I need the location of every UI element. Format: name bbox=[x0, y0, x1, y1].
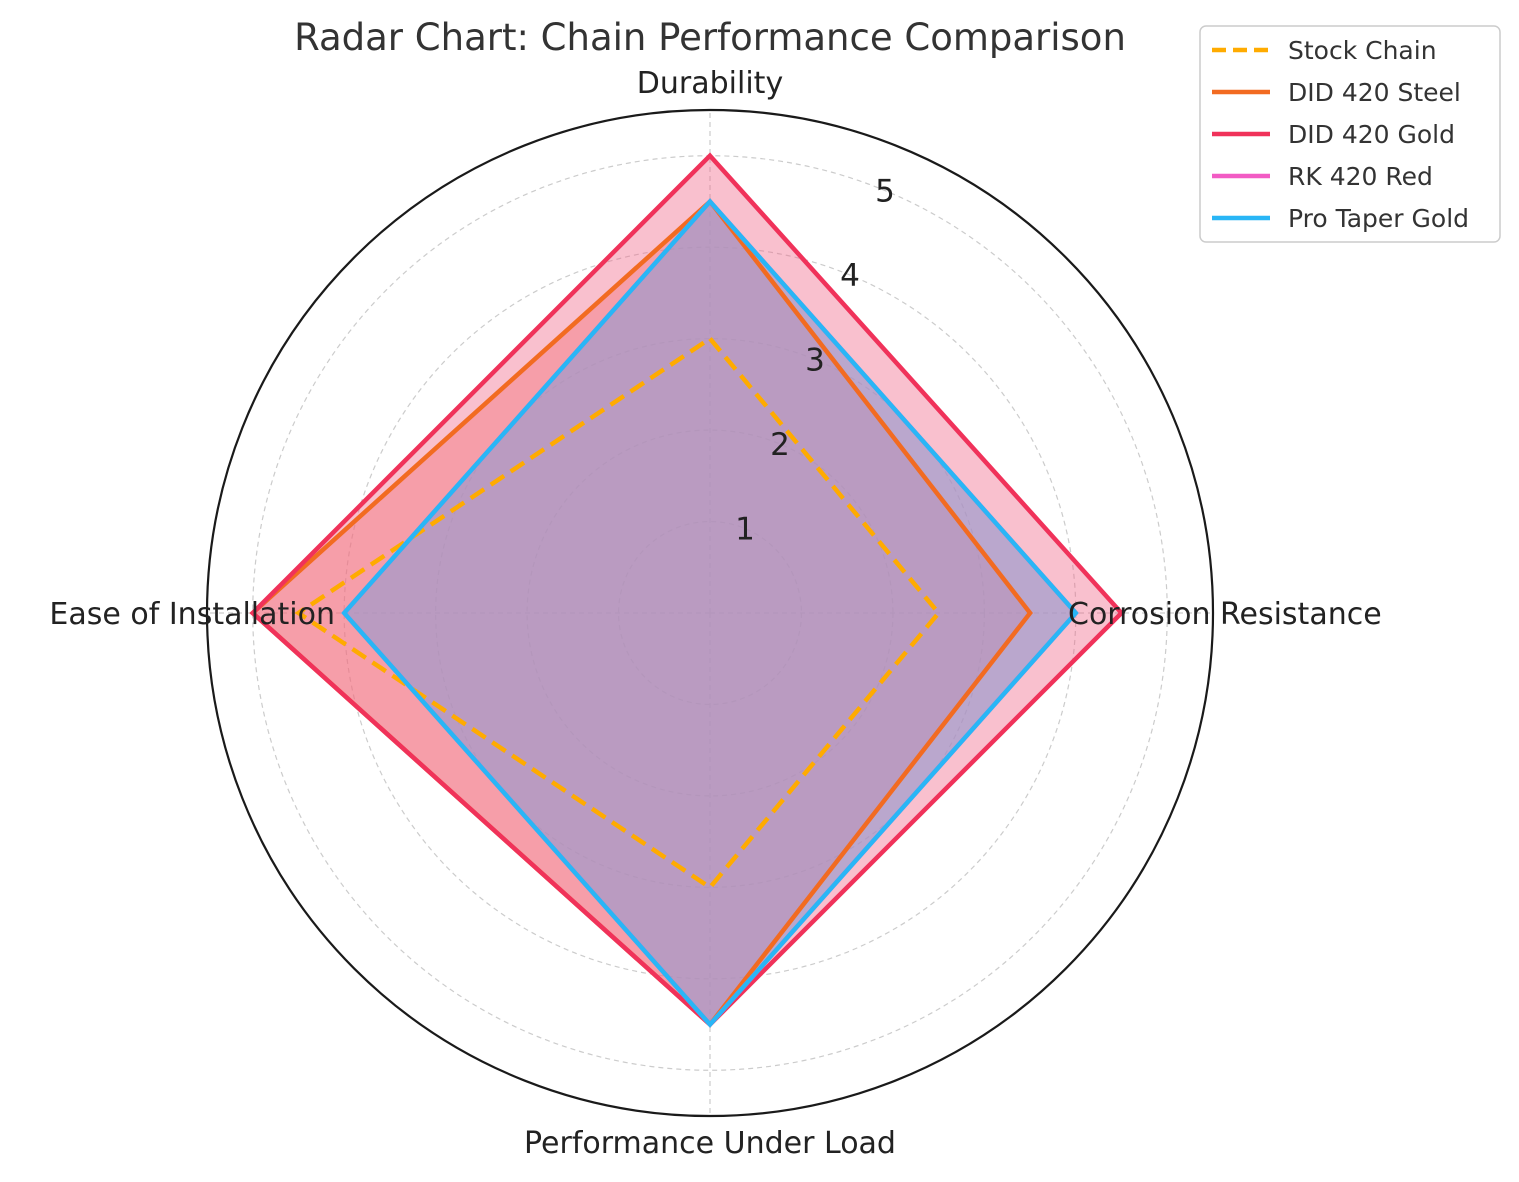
legend-label: Stock Chain bbox=[1288, 36, 1437, 65]
tick-label-layer: 1 2 3 4 5 bbox=[735, 174, 895, 548]
series-line-stock-chain bbox=[294, 335, 942, 891]
legend-label: Pro Taper Gold bbox=[1288, 204, 1469, 233]
axis-label-durability: Durability bbox=[637, 66, 783, 101]
chart-title: Radar Chart: Chain Performance Compariso… bbox=[294, 16, 1126, 59]
legend-label: RK 420 Red bbox=[1288, 162, 1433, 191]
tick-label-4: 4 bbox=[840, 258, 860, 294]
axis-label-ease-of-installation: Ease of Installation bbox=[49, 597, 335, 632]
series-line-pro-taper-gold bbox=[341, 198, 1079, 1028]
tick-label-2: 2 bbox=[770, 427, 790, 463]
legend-label: DID 420 Steel bbox=[1288, 78, 1461, 107]
axis-label-corrosion-resistance: Corrosion Resistance bbox=[1068, 597, 1382, 632]
series-layer bbox=[249, 152, 1125, 1028]
tick-label-3: 3 bbox=[805, 343, 825, 379]
tick-label-1: 1 bbox=[735, 512, 755, 548]
legend-label: DID 420 Gold bbox=[1288, 120, 1455, 149]
tick-label-5: 5 bbox=[875, 174, 895, 210]
outer-frame bbox=[205, 108, 1215, 1118]
axis-label-performance-under-load: Performance Under Load bbox=[524, 1126, 896, 1161]
legend-box bbox=[1199, 25, 1501, 243]
series-fill-pro-taper-gold bbox=[344, 201, 1076, 1025]
series-fill-did-420-steel bbox=[252, 201, 1031, 1025]
